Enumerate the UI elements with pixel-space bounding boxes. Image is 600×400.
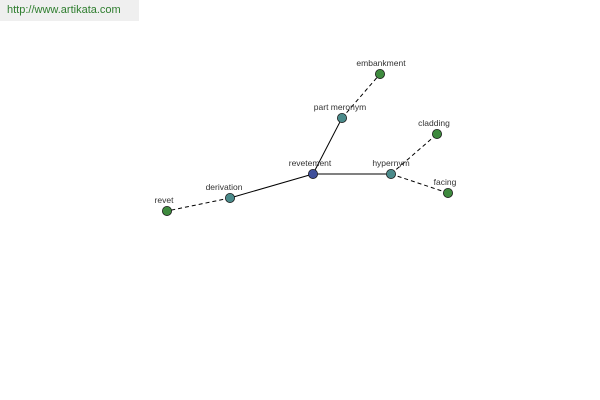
node-circle-revet[interactable] [161,205,172,216]
node-label-cladding[interactable]: cladding [418,118,450,128]
node-part-meronym[interactable]: part meronym [314,102,366,124]
node-label-embankment[interactable]: embankment [356,58,406,68]
node-circle-revetement[interactable] [307,168,318,179]
edge-revetement-to-derivation [229,173,314,199]
node-label-revet[interactable]: revet [155,195,175,205]
node-circle-part-meronym[interactable] [336,113,347,124]
node-hypernym[interactable]: hypernym [372,158,410,179]
node-label-hypernym[interactable]: hypernym [372,158,409,168]
node-derivation[interactable]: derivation [206,182,243,203]
node-cladding[interactable]: cladding [418,118,450,139]
node-label-facing[interactable]: facing [434,177,457,187]
url-banner: http://www.artikata.com [0,0,139,21]
node-circle-cladding[interactable] [431,128,442,139]
edge-part-meronym-to-embankment [341,73,381,119]
edge-hypernym-to-cladding [390,133,438,175]
node-facing[interactable]: facing [434,177,457,198]
node-circle-embankment[interactable] [374,69,385,80]
node-circle-derivation[interactable] [224,192,235,203]
edge-hypernym-to-facing [390,173,449,194]
node-label-derivation[interactable]: derivation [206,182,243,192]
node-label-revetement[interactable]: revetement [289,158,332,168]
node-embankment[interactable]: embankment [356,58,406,80]
node-circle-hypernym[interactable] [385,168,396,179]
node-revetement[interactable]: revetement [289,158,332,179]
site-url-link[interactable]: http://www.artikata.com [7,4,121,16]
node-revet[interactable]: revet [155,195,175,216]
node-circle-facing[interactable] [442,187,453,198]
edge-derivation-to-revet [166,197,231,212]
node-label-part-meronym[interactable]: part meronym [314,102,366,112]
edges-layer [166,73,449,212]
edge-revetement-to-part-meronym [312,117,343,175]
nodes-layer: revetement derivation revet part meronym emb… [155,58,457,216]
